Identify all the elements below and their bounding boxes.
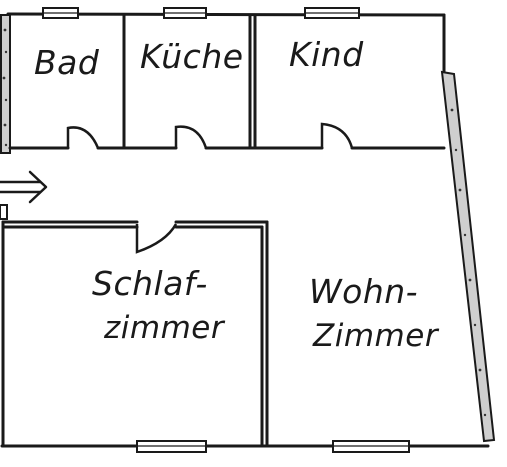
label-kueche: Küche [140,37,244,76]
label-bad: Bad [34,43,100,82]
upper-room-walls [8,13,446,150]
doors-upper [66,122,354,149]
right-wall-slanted [440,70,496,443]
door-bad [66,126,100,149]
label-wohnzimmer-line1: Wohn- [309,272,418,311]
door-kind [320,122,354,149]
windows-bottom [136,440,410,453]
wall-texture [2,28,487,417]
entrance-door-stub [0,204,8,220]
door-kueche [174,125,208,149]
room-labels: Bad Küche Kind Schlaf- zimmer Wohn- Zimm… [34,35,440,354]
label-wohnzimmer-line2: Zimmer [312,318,440,354]
label-schlafzimmer-line1: Schlaf- [92,264,208,303]
label-kind: Kind [289,35,364,74]
schlafzimmer-walls [1,220,269,448]
door-schlafzimmer [135,223,178,254]
left-wall-upper [0,14,11,154]
label-schlafzimmer-line2: zimmer [103,310,226,346]
entrance-arrow [0,170,48,204]
windows-top [42,7,360,19]
